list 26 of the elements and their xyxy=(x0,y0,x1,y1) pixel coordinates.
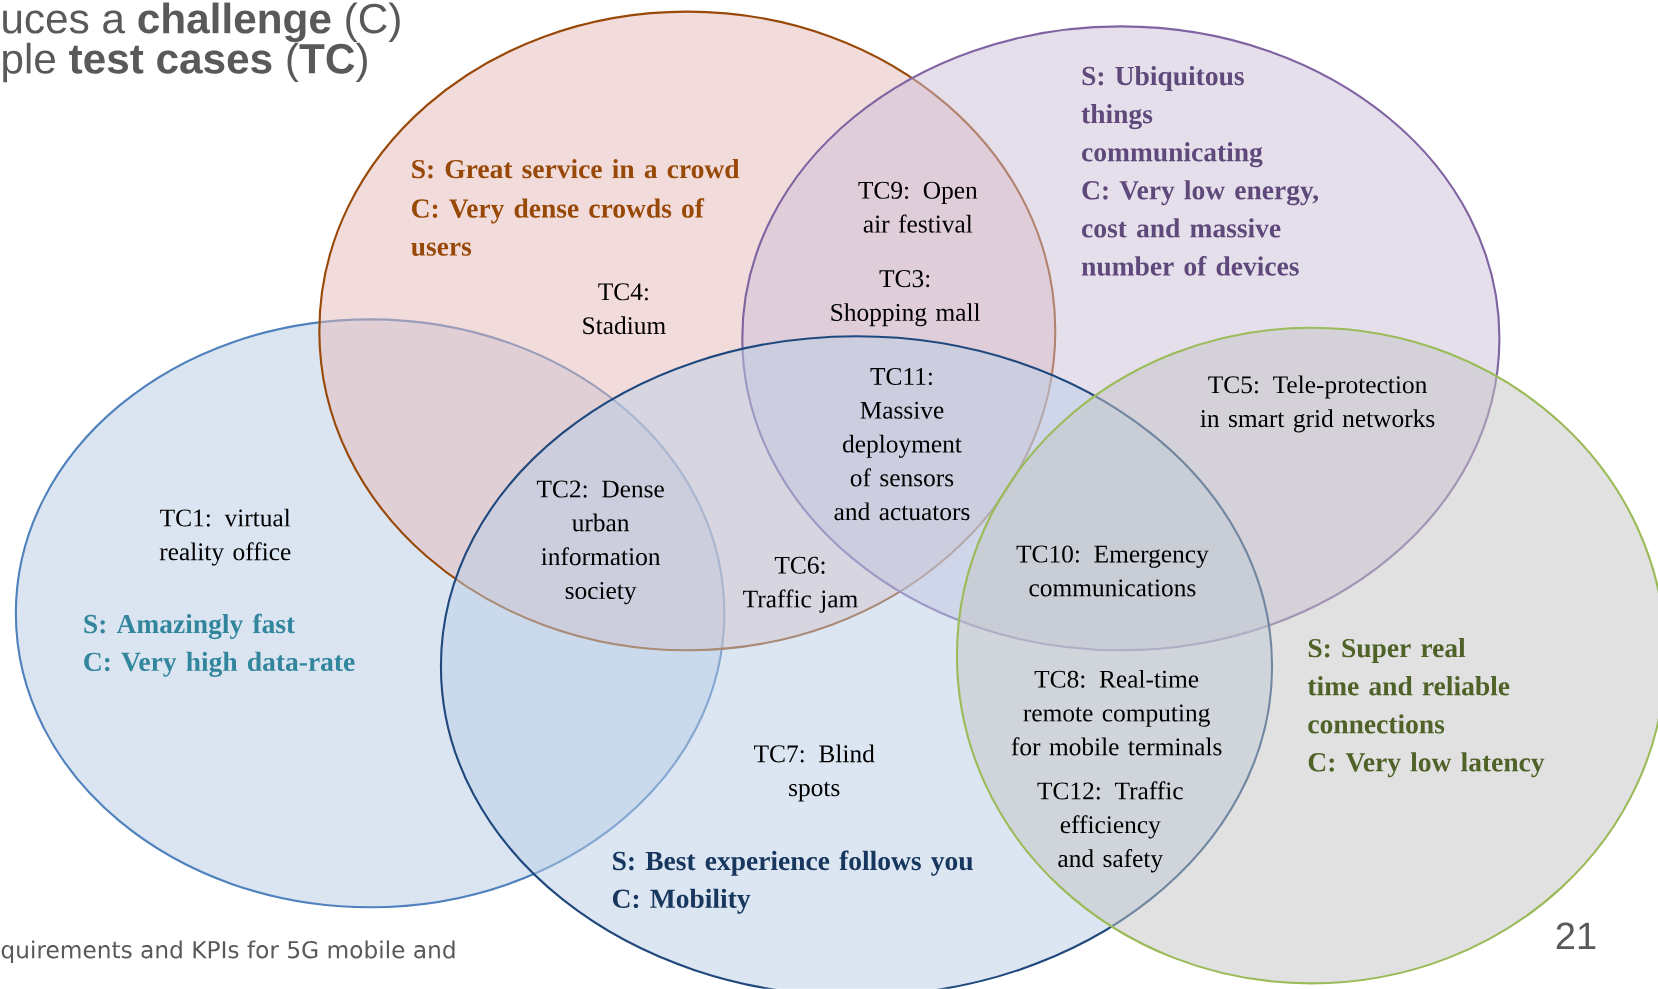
scenario-text: S: Great service in a crowd xyxy=(412,159,740,179)
scenario-text: S: Super real time and reliable connections xyxy=(1307,638,1510,734)
test-case-label: TC4: Stadium xyxy=(583,283,666,335)
challenge-text: C: Very high data-rate xyxy=(84,651,355,678)
test-case-label: TC9: Open air festival xyxy=(858,181,978,233)
scenario-text: S: Ubiquitous things communicating xyxy=(1081,66,1263,168)
test-case-label: TC10: Emergency communications xyxy=(1016,545,1209,597)
test-case-label: TC7: Blind spots xyxy=(754,744,875,802)
test-case-label: TC2: Dense urban information society xyxy=(536,480,664,605)
heading-text: ple test cases (TC) xyxy=(3,42,367,83)
test-case-label: TC6: Traffic jam xyxy=(743,556,858,613)
page-number: 21 xyxy=(1556,922,1596,950)
challenge-text: C: Very dense crowds of users xyxy=(411,198,705,257)
test-case-label: TC8: Real-time remote computing for mobile terminals xyxy=(1011,670,1222,756)
test-case-label: TC3: Shopping mall xyxy=(831,270,981,327)
challenge-text: C: Very low latency xyxy=(1308,752,1545,778)
scenario-text: S: Best experience follows you xyxy=(613,850,973,877)
test-case-label: TC11: Massive deployment of sensors and actuators xyxy=(834,368,970,521)
footer-text: quirements and KPIs for 5G mobile and xyxy=(1,940,455,964)
challenge-text: C: Very low energy, cost and massive number of devices xyxy=(1081,180,1319,276)
test-case-label: TC5: Tele-protection in smart grid networks xyxy=(1200,375,1435,433)
heading-text: uces a challenge (C) xyxy=(3,2,400,43)
challenge-text: C: Mobility xyxy=(612,888,751,914)
test-case-label: TC12: Traffic efficiency and safety xyxy=(1037,781,1183,873)
scenario-text: S: Amazingly fast xyxy=(84,613,296,640)
test-case-label: TC1: virtual reality office xyxy=(159,508,291,566)
